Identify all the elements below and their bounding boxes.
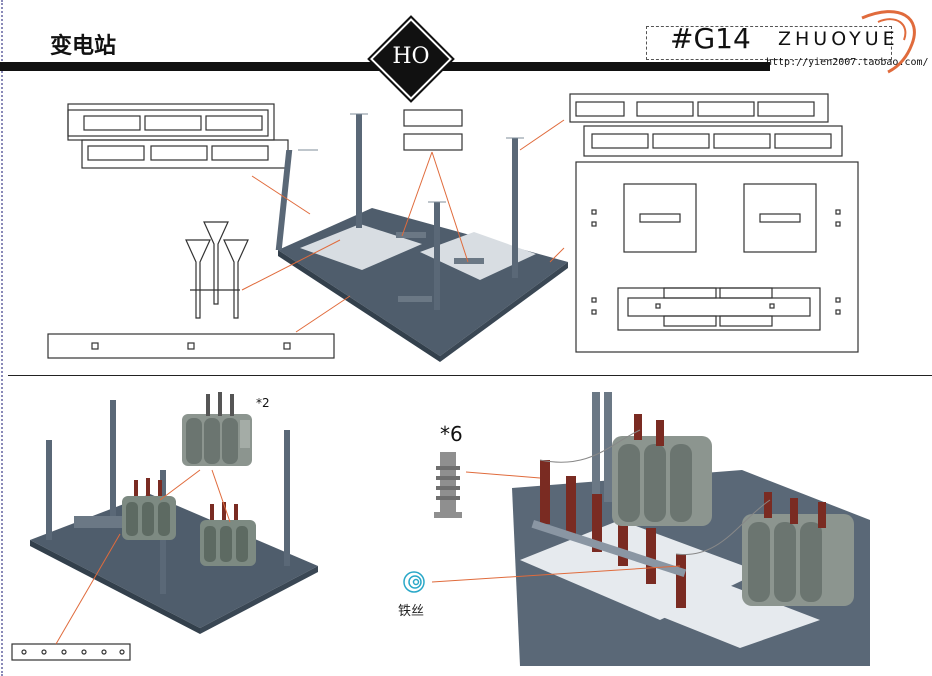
model-closeup-render [512, 392, 870, 666]
part-beam-long-2 [81, 139, 289, 169]
model-top-render [275, 113, 568, 362]
insulator-part-render [434, 452, 462, 518]
transformer-model-right [200, 502, 256, 566]
wire-label: 铁丝 [398, 604, 425, 619]
insulator-quantity: *6 [440, 422, 463, 446]
insulators-row [540, 460, 686, 608]
brand-name: ZHUOYUE [778, 28, 899, 50]
part-beam-right-1 [569, 93, 829, 123]
part-beam-long-1 [67, 103, 275, 141]
page-border [1, 0, 3, 676]
part-brackets [185, 221, 249, 319]
part-beam-right-2 [583, 125, 843, 157]
transformer-part-render [182, 392, 252, 466]
page-title: 变电站 [50, 34, 117, 59]
part-base-plate [575, 161, 859, 353]
leader-lines-top [241, 119, 565, 333]
section-divider [8, 375, 932, 376]
transformer-closeup-right [742, 492, 854, 606]
transformer-model-left [122, 478, 176, 540]
brand-logo [861, 10, 916, 74]
transformer-closeup-left [612, 414, 712, 526]
model-bottom-left-render [30, 400, 318, 634]
part-dot-strip [11, 643, 131, 661]
transformer-quantity: *2 [256, 396, 270, 410]
leader-lines-bottom [55, 469, 681, 645]
product-code-box [646, 26, 892, 60]
product-code: #G14 [670, 22, 751, 55]
wire-coil-icon [403, 571, 425, 593]
shop-url: http://yien2007.taobao.com/ [766, 57, 929, 68]
scale-badge-label: HO [392, 44, 430, 69]
part-small-plates [403, 109, 463, 151]
part-base-strip [47, 333, 335, 359]
